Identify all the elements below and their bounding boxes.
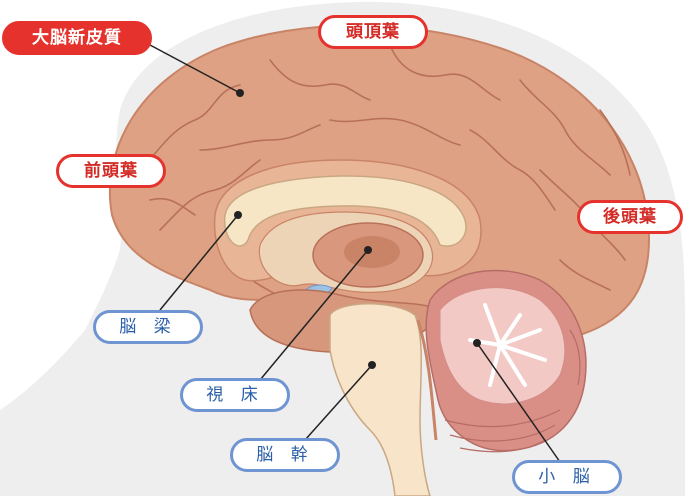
thalamus-core	[344, 236, 400, 268]
cerebellum-shape	[426, 270, 586, 451]
label-frontal-lobe: 前頭葉	[56, 154, 166, 188]
label-parietal-lobe: 頭頂葉	[318, 15, 428, 49]
label-neocortex: 大脳新皮質	[2, 21, 152, 55]
label-thalamus: 視 床	[180, 378, 290, 412]
label-brainstem: 脳 幹	[230, 438, 340, 472]
label-cerebellum: 小 脳	[512, 460, 622, 494]
label-occipital-lobe: 後頭葉	[577, 200, 683, 234]
label-corpus-callosum: 脳 梁	[93, 310, 203, 344]
